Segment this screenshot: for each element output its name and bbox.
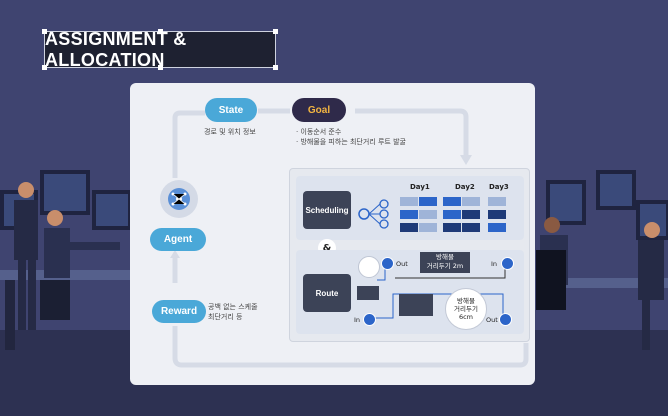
page-title: ASSIGNMENT & ALLOCATION [42,28,278,70]
schedule-cell [400,197,418,206]
schedule-cell [400,223,418,232]
schedule-cell [462,223,480,232]
schedule-cell [488,197,506,206]
in-label-2: In [354,316,361,324]
left-office-illustration [0,170,132,350]
selection-handle [273,65,278,70]
right-office-illustration [536,170,668,350]
goal-description-1: · 이동순서 준수 [296,128,342,136]
goal-pill: Goal [292,98,346,122]
day2-label: Day2 [455,183,475,191]
obstacle-block [399,294,433,316]
reward-label: Reward [160,306,198,317]
schedule-cell [462,197,480,206]
in-label-1: In [491,260,498,268]
scheduling-label: Scheduling [305,205,349,215]
obstacle-1-line-1: 방해물 [436,253,454,261]
state-description: 경로 및 위치 정보 [204,128,256,136]
agent-pill: Agent [150,228,206,251]
selection-handle [158,65,163,70]
obstacle-2-line-1: 방해물 [457,297,475,305]
reward-description-2: 최단거리 등 [208,313,243,321]
in-point-1 [501,257,514,270]
route-paths [369,266,506,319]
tree-icon [358,199,389,229]
route-box: Route [303,274,351,312]
schedule-cell [443,223,461,232]
schedule-cell [419,197,437,206]
schedule-cell [443,197,461,206]
out-label-2: Out [486,316,498,324]
goal-label: Goal [307,104,331,116]
out-point-2 [499,313,512,326]
out-point-1 [381,257,394,270]
reward-description-1: 공백 없는 스케줄 [208,303,258,311]
obstacle-2-line-3: 6cm [458,313,474,321]
obstacle-block-small [357,286,379,300]
state-label: State [218,104,244,116]
selection-handle [42,65,47,70]
selection-handle [42,29,47,34]
ai-brain-icon [160,180,198,218]
schedule-cell [462,210,480,219]
agent-label: Agent [163,234,193,245]
goal-description-2: · 방해물을 피하는 최단거리 루트 발굴 [296,138,406,146]
out-label-1: Out [396,260,408,268]
obstacle-2-line-2: 거리두기 [454,305,478,313]
schedule-cell [419,223,437,232]
schedule-cell [419,210,437,219]
connector-text: & [322,242,332,254]
obstacle-1-line-2: 거리두기 2m [426,262,464,270]
day1-label: Day1 [410,183,430,191]
schedule-cell [488,210,506,219]
obstacle-2: 방해물 거리두기 6cm [445,288,487,330]
start-circle [358,256,380,278]
in-point-2 [363,313,376,326]
selection-handle [273,29,278,34]
route-label: Route [315,288,339,298]
page-title-text: ASSIGNMENT & ALLOCATION [45,28,187,70]
schedule-cell [443,210,461,219]
day3-label: Day3 [489,183,509,191]
obstacle-1: 방해물 거리두기 2m [420,252,470,273]
state-pill: State [205,98,257,122]
loop-arrows [170,108,529,368]
schedule-cell [400,210,418,219]
schedule-cell [488,223,506,232]
selection-handle [158,29,163,34]
scheduling-box: Scheduling [303,191,351,229]
reward-pill: Reward [152,300,206,323]
